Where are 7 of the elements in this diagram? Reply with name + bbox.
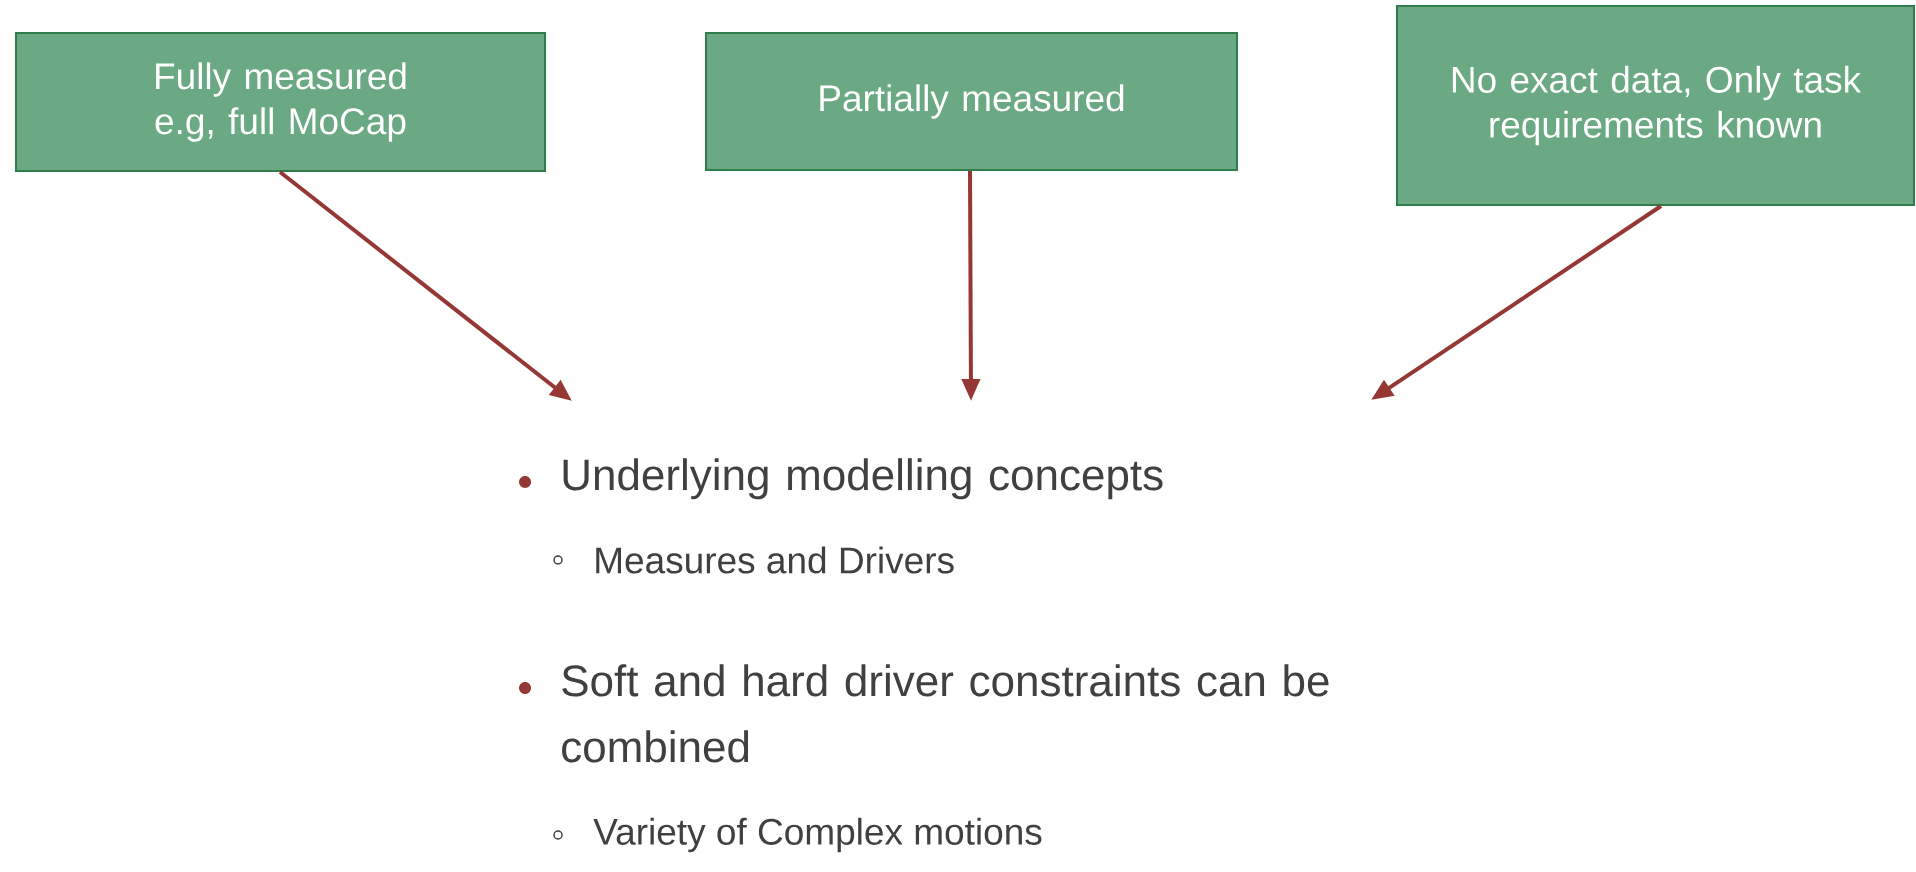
bullet-text: Variety of Complex motions [593,817,1042,853]
bullet-text: Measures and Drivers [596,546,954,574]
process-box: No exact data, Only task requirements known [1396,5,1915,206]
bullet-text: Underlying modelling concepts [563,458,1163,500]
bullet-text: Soft and hard driver constraints can be combined [562,664,1329,763]
process-box: Partially measured [705,32,1238,171]
process-box: Fully measured e.g, full MoCap [15,32,546,172]
